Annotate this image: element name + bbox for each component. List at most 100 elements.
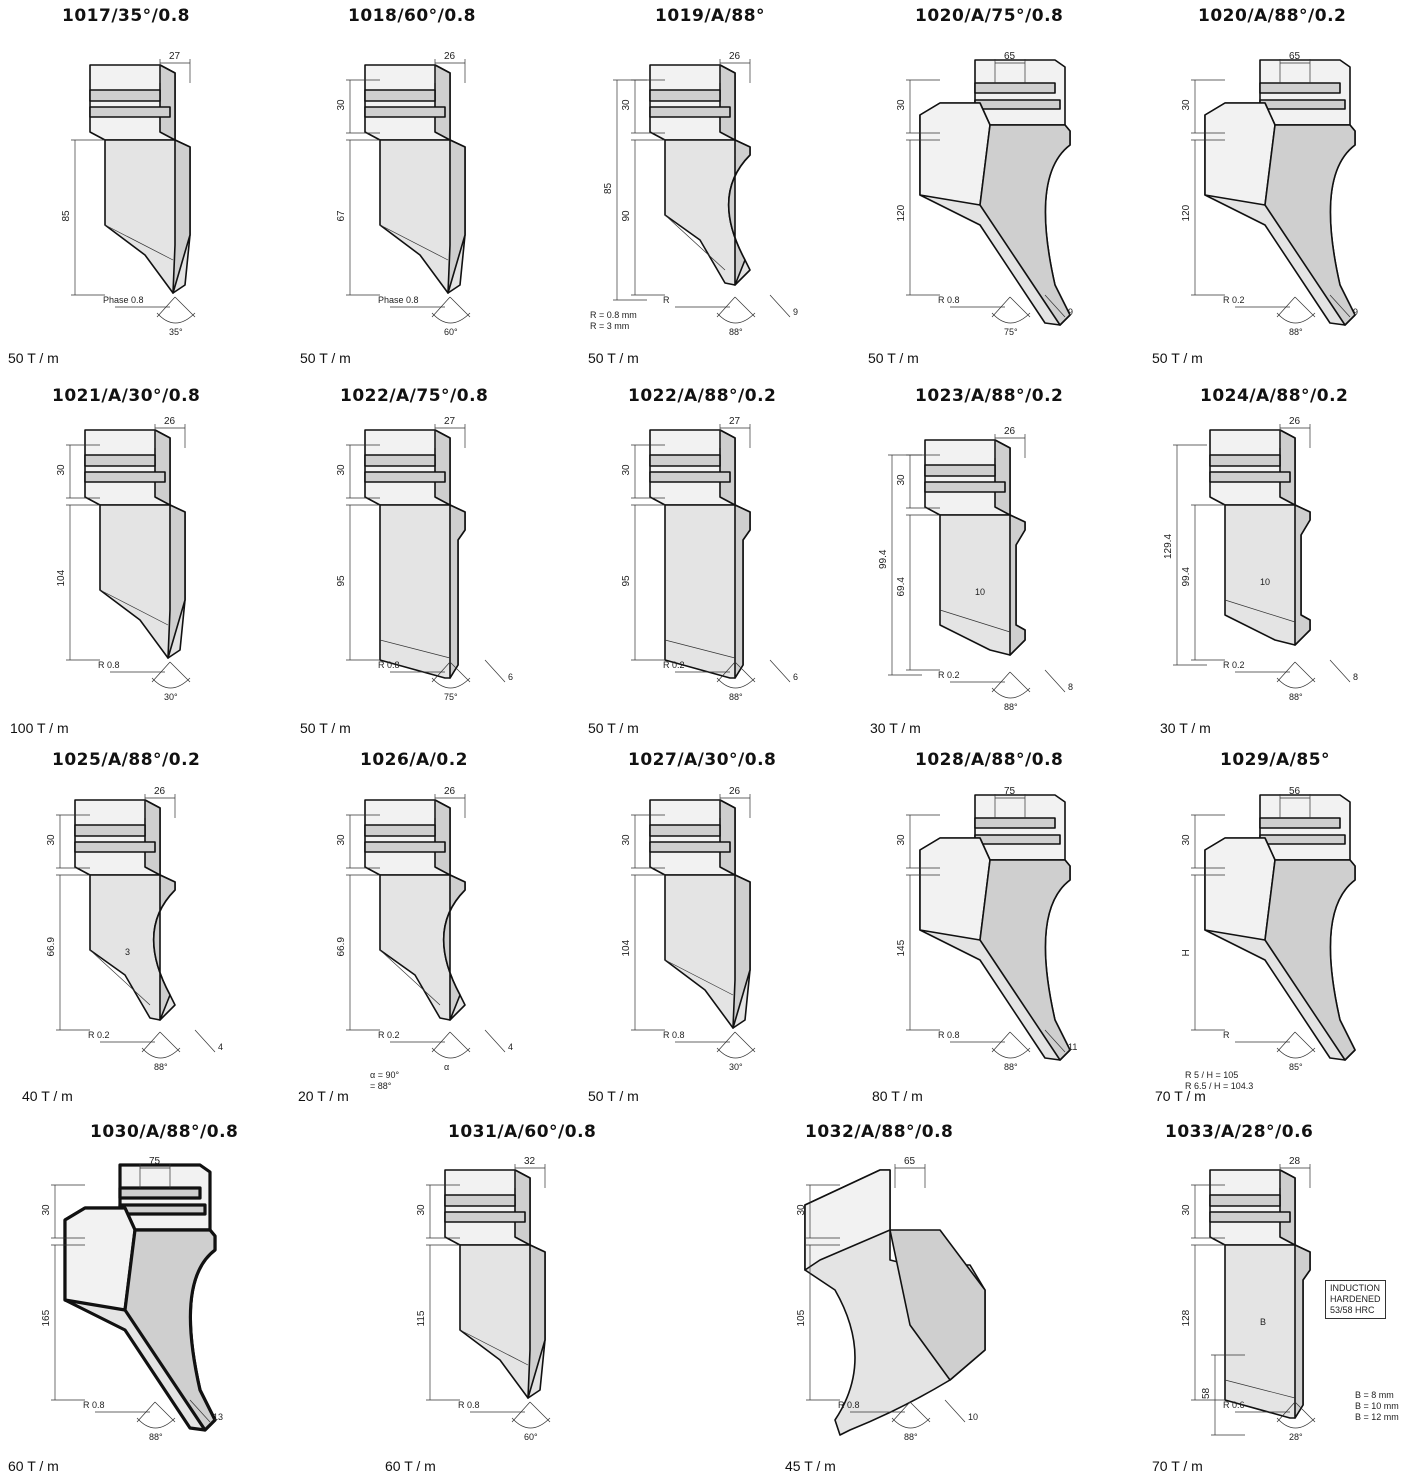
tool-note-line: B = 8 mm <box>1355 1390 1394 1400</box>
dimension-width: 65 <box>1289 51 1301 62</box>
tool-title: 1020/A/75°/0.8 <box>915 6 1064 26</box>
dimension-height: H <box>1181 949 1192 956</box>
tool-load-rating: 100 T / m <box>10 720 69 736</box>
dimension-total-height: 85 <box>603 182 614 194</box>
tool-profile <box>649 64 751 286</box>
tool-title: 1028/A/88°/0.8 <box>915 750 1064 770</box>
tool-title: 1023/A/88°/0.2 <box>915 386 1064 406</box>
dimension-angle: 28° <box>1289 1432 1303 1442</box>
dimension-side: 8 <box>1068 682 1073 692</box>
tool-title: 1031/A/60°/0.8 <box>448 1122 597 1142</box>
dimension-angle: 88° <box>1004 702 1018 712</box>
dimension-radius: R <box>1223 1030 1230 1040</box>
dimension-angle: 75° <box>444 692 458 702</box>
dimension-web: 10 <box>975 587 985 597</box>
tool-load-rating: 50 T / m <box>8 350 59 366</box>
tool-profile <box>89 64 191 294</box>
tool-load-rating: 60 T / m <box>8 1458 59 1474</box>
tool-note-line: R = 3 mm <box>590 321 630 331</box>
dimension-angle: 60° <box>524 1432 538 1442</box>
tool-profile <box>444 1169 546 1399</box>
dimension-angle: 30° <box>729 1062 743 1072</box>
dimension-height: 145 <box>896 939 907 956</box>
tool-profile <box>364 799 466 1021</box>
dimension-height: 115 <box>416 1310 427 1326</box>
tool-load-rating: 50 T / m <box>588 720 639 736</box>
tool-profile <box>1204 794 1356 1061</box>
tool-load-rating: 50 T / m <box>868 350 919 366</box>
hardening-note-line: 53/58 HRC <box>1330 1305 1375 1315</box>
tool-profile <box>74 799 176 1021</box>
dimension-height: 95 <box>336 575 347 587</box>
tool-title: 1019/A/88° <box>655 6 766 26</box>
dimension-radius: Phase 0.8 <box>103 295 144 305</box>
tool-title: 1021/A/30°/0.8 <box>52 386 201 406</box>
dimension-web: 3 <box>125 947 130 957</box>
dimension-tang-height: 30 <box>56 464 67 476</box>
dimension-total-height: 129.4 <box>1163 534 1174 559</box>
dimension-radius: R 0.2 <box>1223 660 1245 670</box>
tool-load-rating: 70 T / m <box>1152 1458 1203 1474</box>
dimension-tang-height: 30 <box>336 464 347 476</box>
tool-note-line: R = 0.8 mm <box>590 310 637 320</box>
tool-profile <box>63 1163 217 1432</box>
tool-load-rating: 50 T / m <box>1152 350 1203 366</box>
tool-load-rating: 50 T / m <box>588 1088 639 1104</box>
hardening-note-line: HARDENED <box>1330 1294 1381 1304</box>
dimension-side: 9 <box>1353 307 1358 317</box>
tool-profile <box>649 799 751 1029</box>
dimension-width: 26 <box>729 786 741 797</box>
dimension-radius: R 0.8 <box>378 660 400 670</box>
dimension-height: 85 <box>61 210 72 222</box>
tool-profile <box>1204 59 1356 326</box>
tool-drawing: 32 30 115 R 0.8 60° <box>416 1156 551 1442</box>
dimension-width: 75 <box>1004 786 1016 797</box>
tool-load-rating: 50 T / m <box>588 350 639 366</box>
dimension-width: 27 <box>444 416 456 427</box>
dimension-tang-height: 30 <box>46 834 57 846</box>
dimension-width: 32 <box>524 1156 536 1167</box>
dimension-width: 26 <box>164 416 176 427</box>
dimension-radius: R 0.2 <box>378 1030 400 1040</box>
tool-load-rating: 20 T / m <box>298 1088 349 1104</box>
dimension-angle: 85° <box>1289 1062 1303 1072</box>
tool-note-line: α = 90° <box>370 1070 400 1080</box>
dimension-radius: R 0.2 <box>663 660 685 670</box>
hardening-note-line: INDUCTION <box>1330 1283 1380 1293</box>
dimension-tang-height: 30 <box>416 1204 427 1216</box>
dimension-radius: R 0.2 <box>1223 295 1245 305</box>
tool-title: 1027/A/30°/0.8 <box>628 750 777 770</box>
dimension-radius: R 0.8 <box>83 1400 105 1410</box>
dimension-tang-height: 30 <box>621 99 632 111</box>
dimension-width: 28 <box>1289 1156 1301 1167</box>
tool-load-rating: 50 T / m <box>300 350 351 366</box>
dimension-width: 65 <box>904 1156 916 1167</box>
dimension-tang-height: 30 <box>621 834 632 846</box>
dimension-angle: 88° <box>154 1062 168 1072</box>
dimension-radius: R 0.8 <box>938 1030 960 1040</box>
tool-load-rating: 50 T / m <box>300 720 351 736</box>
dimension-angle: 88° <box>1289 692 1303 702</box>
dimension-radius: R 0.8 <box>838 1400 860 1410</box>
tool-load-rating: 30 T / m <box>1160 720 1211 736</box>
tool-load-rating: 45 T / m <box>785 1458 836 1474</box>
dimension-angle: 35° <box>169 327 183 337</box>
dimension-tang-height: 30 <box>896 99 907 111</box>
dimension-width: 26 <box>154 786 166 797</box>
dimension-height: 69.4 <box>896 577 907 597</box>
tool-title: 1022/A/88°/0.2 <box>628 386 777 406</box>
dimension-radius: R 0.8 <box>458 1400 480 1410</box>
dimension-height: 66.9 <box>336 937 347 957</box>
dimension-tang-height: 30 <box>621 464 632 476</box>
dimension-radius: R 0.2 <box>938 670 960 680</box>
